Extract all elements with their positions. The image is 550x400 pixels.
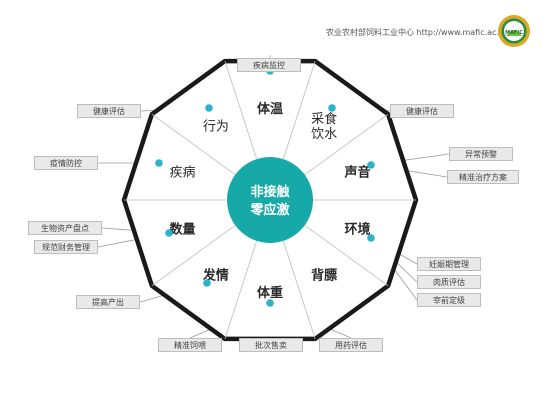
center-circle [227,157,313,243]
label-yongyaopinggu: 用药评估 [319,338,383,352]
mafic-logo: MAFIC [498,15,530,47]
sector-label-shengyin: 声音 [343,165,370,181]
connector-dot-2 [328,104,336,112]
label-jingzhunsiwei: 精准饲喂 [158,338,222,352]
spoke-3 [304,224,389,287]
spoke-0 [282,61,316,160]
sector-label-tizhong: 体重 [257,285,283,301]
sector-label-jibing: 疾病 [169,166,195,181]
svg-text:MAFIC: MAFIC [505,30,523,36]
sector-label-beibiao: 背膘 [311,267,337,283]
connector-dot-3 [155,159,163,167]
label-rouzhipinggu: 肉质评估 [417,275,481,289]
center-text-line2: 零应激 [249,202,290,218]
label-jiankangpinggu-left: 健康评估 [77,104,141,118]
sector-label-huanjing: 环境 [344,221,370,237]
connector-dot-8 [266,299,274,307]
sector-label-tiwen: 体温 [257,101,283,117]
connector-dot-4 [367,161,375,169]
spoke-6 [151,224,236,287]
sector-label-caishi-1: 饮水 [311,127,337,142]
spoke-9 [224,61,258,160]
center-text-line1: 非接触 [250,184,289,200]
connector-dot-7 [203,279,211,287]
label-picishoumai: 批次售卖 [239,338,303,352]
sector-label-xingwei: 行为 [203,120,229,135]
label-jingzhunzhiliao: 精准治疗方案 [447,170,519,184]
label-yiqingfangkong: 疫情防控 [34,156,98,170]
sector-label-shuliang: 数量 [169,221,195,237]
label-jiankangpinggu-right: 健康评估 [390,104,454,118]
label-renshenqi: 妊娠期管理 [417,257,481,271]
label-shengwuzichan: 生物资产盘点 [28,221,102,235]
site-header-text: 农业农村部饲料工业中心 http://www.mafic.ac.cn [326,28,509,37]
label-tigaochanchu: 提高产出 [76,295,140,309]
spoke-4 [282,240,316,339]
connector-dot-6 [367,234,375,242]
spoke-8 [151,113,236,176]
connector-dot-5 [165,229,173,237]
label-yichangyujing: 异常预警 [449,147,513,161]
label-guifancaiwu: 规范财务管理 [34,240,98,254]
sector-label-caishi-0: 采食 [311,111,337,127]
spoke-5 [224,240,258,339]
connector-dot-1 [205,104,213,112]
spoke-1 [304,113,389,176]
label-jiaqiandingji: 宰前定级 [417,293,481,307]
sector-label-faqing: 发情 [202,267,229,283]
label-jibingjiankong: 疾病监控 [237,58,301,72]
